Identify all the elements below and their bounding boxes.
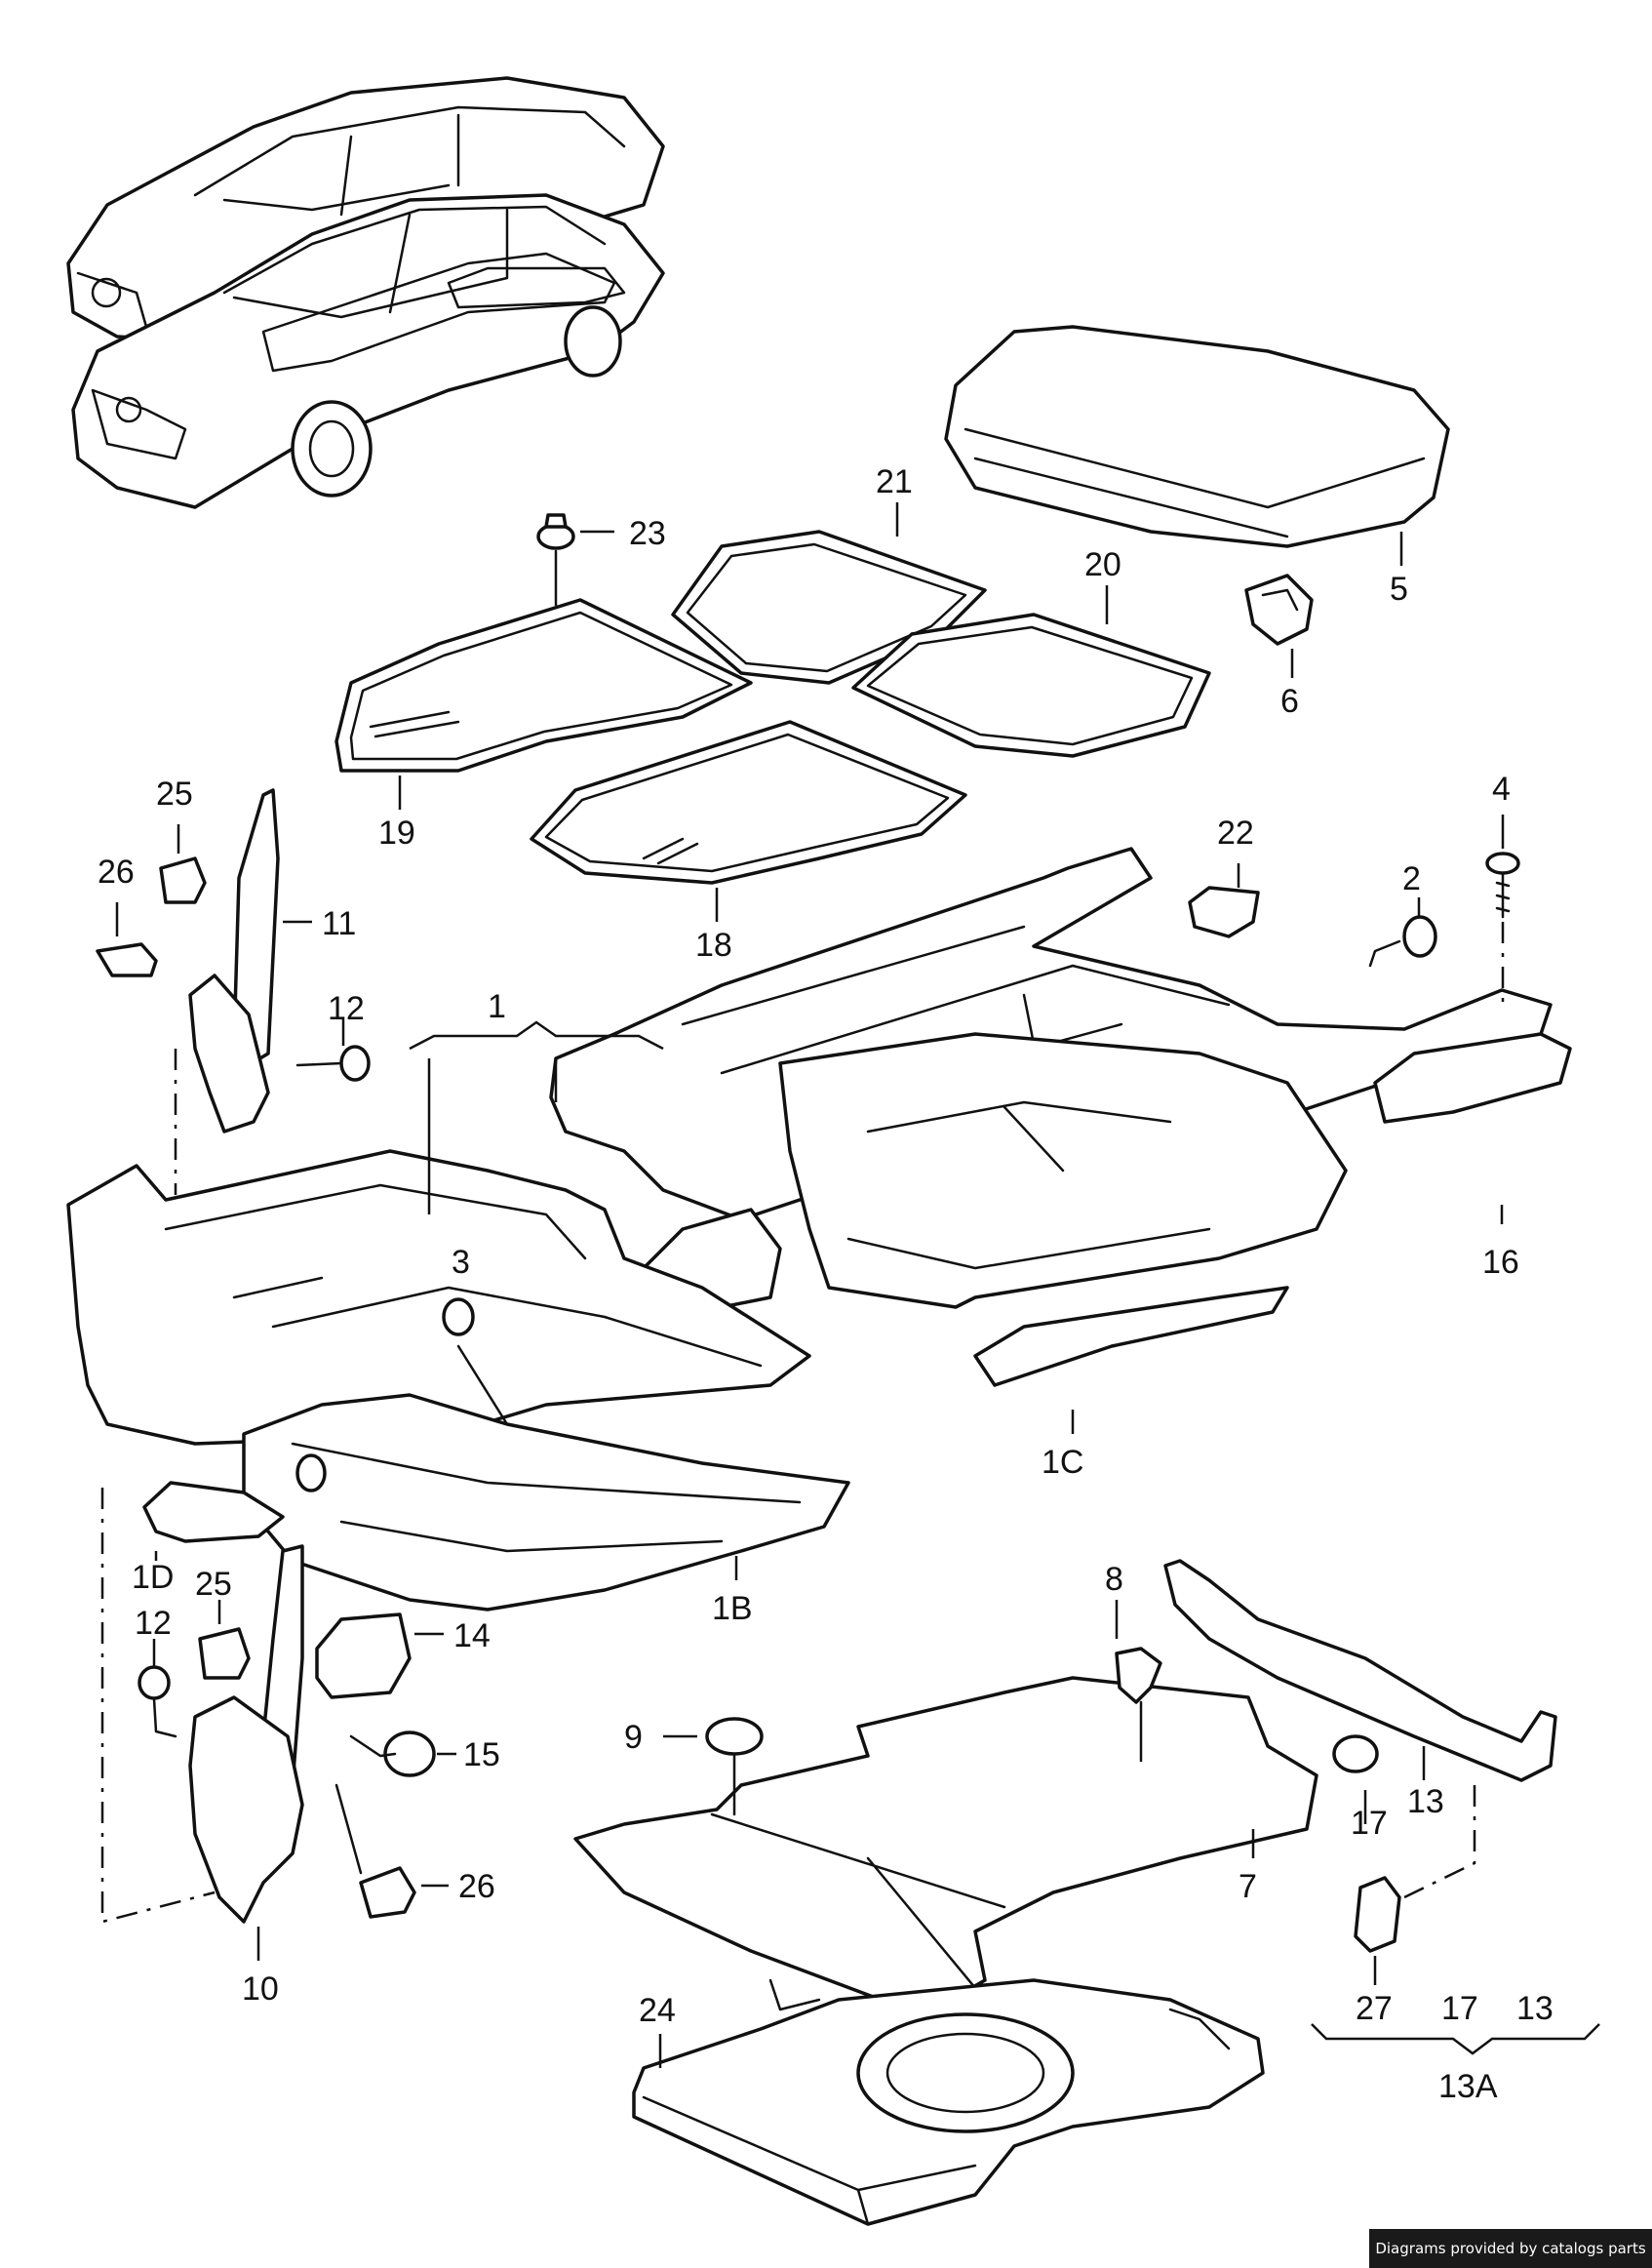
callout-13a: 13A	[1438, 2068, 1498, 2105]
vehicle-illustration	[66, 76, 665, 509]
part-sill-trim-16	[1373, 1032, 1572, 1124]
callout-27: 27	[1356, 1990, 1393, 2027]
part-pillar-trim-10	[188, 1544, 304, 1924]
callout-15: 15	[463, 1736, 500, 1773]
part-rear-shelf	[944, 325, 1450, 548]
callout-20: 20	[1084, 546, 1121, 583]
part-screw-12-top	[295, 1045, 371, 1082]
callout-5: 5	[1390, 571, 1408, 608]
callout-11: 11	[322, 905, 356, 942]
part-front-floor-lower-1b	[242, 1393, 850, 1611]
callout-1: 1	[488, 988, 506, 1025]
part-clip-8	[1115, 1647, 1162, 1763]
part-grommet-15	[349, 1731, 436, 1777]
floor-mat-20	[851, 613, 1211, 758]
callout-13-group: 13	[1516, 1990, 1554, 2027]
part-front-floor-carpet	[66, 1149, 811, 1446]
part-plug-9	[705, 1717, 764, 1816]
callout-26-bottom: 26	[458, 1868, 495, 1905]
part-screw-4	[1485, 852, 1520, 1005]
bracket-13a	[1311, 2023, 1600, 2055]
callout-13: 13	[1407, 1783, 1444, 1820]
part-screw-12-bottom	[138, 1665, 177, 1738]
callout-2: 2	[1402, 860, 1421, 897]
part-rear-floor-lower	[642, 1032, 1348, 1309]
callout-17: 17	[1351, 1805, 1388, 1842]
part-clip-22	[1188, 886, 1260, 938]
callout-21: 21	[876, 463, 913, 500]
callout-12-bottom: 12	[135, 1605, 172, 1642]
part-plug-17	[1332, 1734, 1379, 1773]
part-clip-27	[1354, 1876, 1401, 1953]
callout-1d: 1D	[132, 1559, 174, 1596]
callout-25-bottom: 25	[195, 1566, 232, 1603]
callout-18: 18	[695, 927, 732, 964]
callout-17-group: 17	[1441, 1990, 1478, 2027]
callout-24: 24	[639, 1992, 676, 2029]
callout-6: 6	[1280, 683, 1299, 720]
callout-26-top: 26	[98, 854, 135, 891]
callout-1c: 1C	[1042, 1444, 1083, 1481]
part-clip-25-top	[159, 856, 207, 904]
callout-16: 16	[1482, 1244, 1519, 1281]
callout-7: 7	[1239, 1868, 1257, 1905]
part-clip-26-bottom	[334, 1783, 416, 1919]
part-fastener-23	[536, 513, 575, 607]
callout-12-top: 12	[328, 990, 365, 1027]
callout-8: 8	[1105, 1561, 1123, 1598]
callout-19: 19	[378, 815, 415, 852]
callout-10: 10	[242, 1970, 279, 2008]
bracket-1	[409, 1020, 664, 1051]
callout-3: 3	[452, 1244, 470, 1281]
callout-1b: 1B	[712, 1590, 753, 1627]
callout-22: 22	[1217, 815, 1254, 852]
part-plug-2	[1368, 915, 1437, 968]
part-clip-25-bottom	[198, 1627, 251, 1680]
part-tunnel-trim-1c	[973, 1286, 1289, 1387]
callout-4: 4	[1492, 771, 1511, 808]
part-clip-6	[1244, 574, 1314, 646]
part-sill-trim-13	[1163, 1559, 1557, 1782]
callout-9: 9	[624, 1719, 643, 1756]
part-trunk-carpet-7	[573, 1676, 1318, 2011]
credit-badge: Diagrams provided by catalogs parts	[1369, 2229, 1652, 2268]
part-trim-1d	[142, 1481, 285, 1543]
part-panel-14	[315, 1612, 412, 1699]
callout-25-top: 25	[156, 776, 193, 813]
callout-23: 23	[629, 515, 666, 552]
part-pillar-trim-11	[188, 788, 280, 1134]
part-trunk-liner-24	[632, 1978, 1265, 2226]
floor-mat-19	[334, 598, 753, 773]
part-clip-26-top	[96, 942, 158, 977]
callout-14: 14	[453, 1617, 491, 1654]
floor-mat-18	[530, 720, 967, 885]
